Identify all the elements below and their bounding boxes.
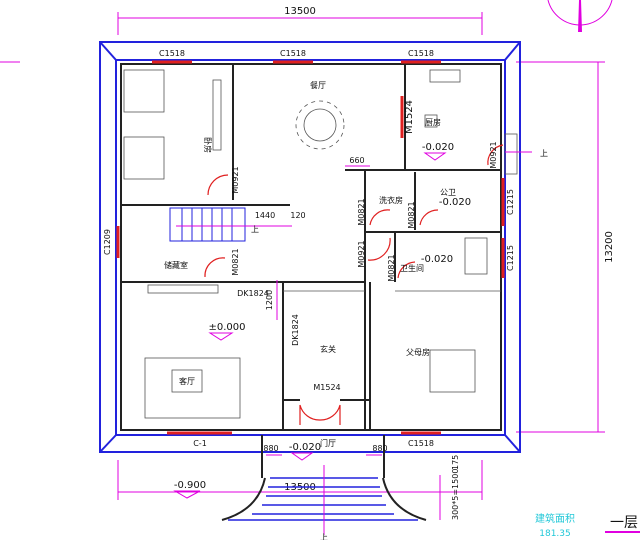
room-public-wc: 公卫: [440, 188, 456, 197]
area-label: 建筑面积: [535, 512, 575, 525]
elevation-living: ±0.000: [208, 322, 245, 333]
dim-step-175: 175: [451, 455, 460, 470]
room-laundry: 洗衣房: [379, 195, 403, 205]
room-storage: 储藏室: [164, 260, 188, 270]
window-label: C1215: [506, 189, 515, 215]
room-bathroom: 卫生间: [400, 263, 424, 273]
elevation-porch: -0.020: [289, 442, 321, 453]
room-bedroom: 卧房: [203, 137, 213, 153]
door-label: M1524: [313, 383, 340, 392]
window-label: C1209: [103, 229, 112, 255]
elevation-public-wc: -0.020: [439, 197, 471, 208]
door-label: M0821: [407, 201, 416, 228]
outer-wall: [99, 41, 521, 453]
bathtub-icon: [464, 237, 488, 275]
door-bedroom-swing: [207, 174, 229, 196]
dim-steps: 300*5=1500: [451, 469, 460, 520]
staircase: 1440 120 上: [169, 207, 306, 242]
door-bathroom-swing: [397, 261, 416, 279]
plan-title: 一层: [610, 515, 638, 531]
door-laundry-swing: [369, 209, 391, 226]
dim-1200: 1200: [265, 290, 274, 310]
door-label: M0921: [357, 240, 366, 267]
inner-wall-outline: [115, 59, 506, 436]
window-label: C1518: [159, 49, 185, 58]
door-label: M0921: [489, 141, 498, 168]
dim-porch-right: 880: [372, 444, 387, 453]
porch-steps: 880 880 上 300*5=1500 175: [221, 435, 460, 540]
dim-stair: 120: [290, 211, 305, 220]
room-parents: 父母房: [406, 347, 430, 357]
room-foyer: 玄关: [320, 344, 336, 354]
door-hall-swing: [367, 237, 391, 261]
door-label: M1524: [404, 100, 415, 134]
door-label: M0821: [231, 248, 240, 275]
door-wc-swing: [419, 209, 439, 226]
door-entrance-swing: [299, 404, 341, 425]
elevation-bathroom: -0.020: [421, 254, 453, 265]
north-arrow-icon: [547, 0, 613, 32]
elevation-outside: -0.900: [174, 480, 206, 491]
dim-right-height: 13200: [604, 231, 615, 263]
door-label: M0821: [387, 254, 396, 281]
door-label: DK1824: [237, 289, 269, 298]
window-label: C1518: [408, 49, 434, 58]
window-label: C1518: [280, 49, 306, 58]
dimension-right: 13200: [0, 61, 615, 433]
area-value: 181.35: [539, 529, 571, 539]
door-kitchen-exterior-swing: [487, 144, 504, 166]
dimension-bottom: 13500: [117, 460, 483, 500]
elevation-kitchen: -0.020: [422, 142, 454, 153]
dim-stair: 1440: [255, 211, 275, 220]
room-porch: 门厅: [320, 438, 336, 448]
kitchen-step: [504, 133, 518, 175]
window-label: C1215: [506, 245, 515, 271]
stair-up-label: 上: [251, 225, 259, 234]
door-storage-swing: [204, 257, 226, 278]
dim-top-width: 13500: [284, 6, 316, 17]
room-living: 客厅: [179, 376, 195, 386]
furniture: [123, 69, 488, 419]
interior-walls: [120, 63, 502, 431]
window-label: C1518: [408, 439, 434, 448]
door-label: DK1824: [291, 314, 300, 346]
room-kitchen: 厨房: [425, 117, 441, 127]
dim-660: 660: [349, 156, 364, 165]
kitchen-up-label: 上: [540, 149, 548, 158]
dimension-top: 13500: [117, 6, 483, 35]
window-label: C-1: [193, 439, 207, 448]
dining-table-icon: [303, 108, 337, 142]
dim-porch-left: 880: [263, 444, 278, 453]
porch-up-label: 上: [320, 533, 328, 540]
door-label: M0821: [357, 198, 366, 225]
door-label: M0921: [231, 166, 240, 193]
bed-icon: [429, 349, 476, 393]
room-dining: 餐厅: [310, 81, 326, 90]
elevation-marks: -0.020 -0.020 -0.020 ±0.000 -0.020 -0.90…: [173, 142, 471, 499]
